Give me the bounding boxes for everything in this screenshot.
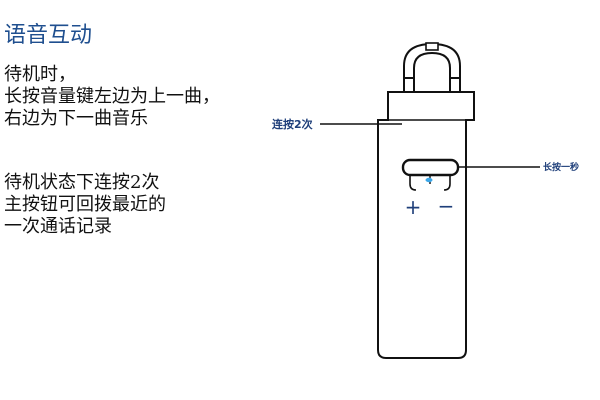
instruction-line: 待机状态下连按2次 (4, 172, 160, 193)
led-indicator (425, 177, 433, 183)
callout-double-press-label: 连按2次 (272, 117, 313, 131)
instruction-line: 主按钮可回拨最近的 (4, 194, 166, 215)
ear-hook (403, 42, 461, 92)
volume-down-key[interactable]: − (438, 194, 455, 218)
volume-up-key[interactable]: + (405, 195, 422, 219)
section-title: 语音互动 (4, 23, 93, 48)
instruction-volume-keys: 待机时， 长按音量键左边为上一曲， 右边为下一曲音乐 (4, 64, 220, 130)
instruction-line: 一次通话记录 (4, 216, 112, 237)
callout-long-press-label: 长按一秒 (543, 161, 579, 173)
instruction-line: 右边为下一曲音乐 (4, 108, 148, 129)
instruction-redial: 待机状态下连按2次 主按钮可回拨最近的 一次通话记录 (4, 172, 166, 238)
main-button[interactable] (401, 158, 460, 177)
instruction-line: 长按音量键左边为上一曲， (4, 86, 220, 107)
headset-body (377, 91, 475, 359)
volume-keys (409, 176, 451, 191)
instruction-line: 待机时， (4, 64, 76, 85)
